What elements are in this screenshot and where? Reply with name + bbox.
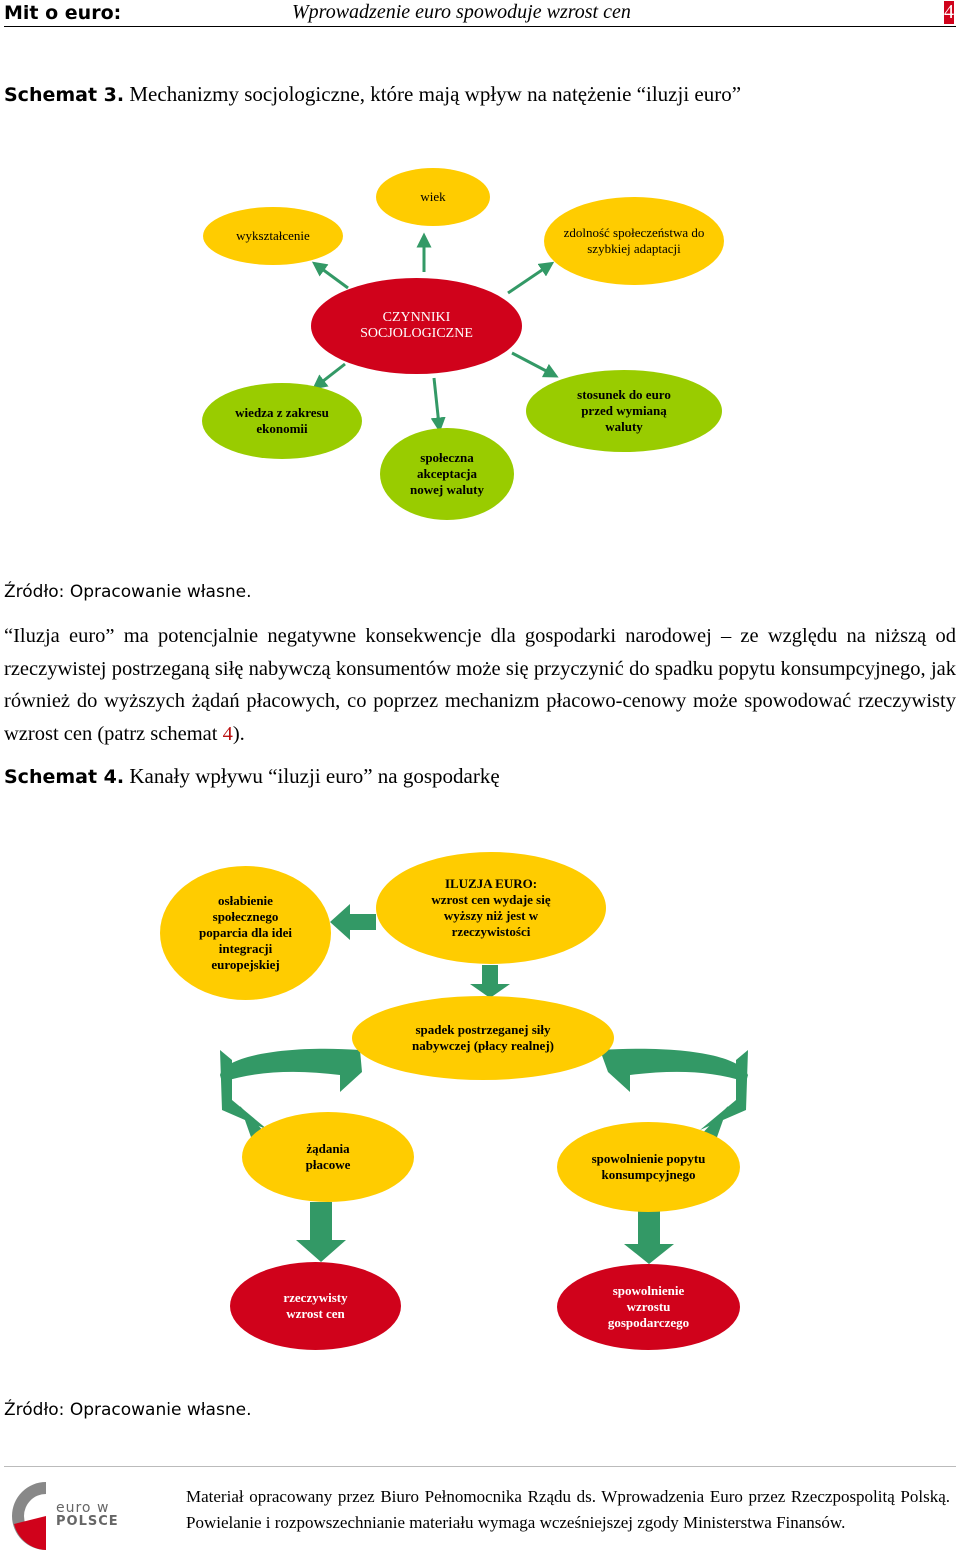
node-akceptacja: społeczna akceptacja nowej waluty [380,428,514,520]
schemat4-title: Kanały wpływu “iluzji euro” na gospodark… [129,764,500,788]
arrow-to-spowolnienie-wzrostu [624,1210,674,1264]
curved-arrow-left-tail [220,1050,268,1130]
arrow-to-oslabienie [330,904,376,940]
node-stosunek: stosunek do euro przed wymianą waluty [526,370,722,452]
arrow-to-spadek [470,965,510,998]
schemat4-label: Schemat 4. [4,766,125,788]
node-wiek: wiek [376,168,490,226]
header-title: Wprowadzenie euro spowoduje wzrost cen [292,1,631,23]
curved-arrow-right-top [600,1048,748,1092]
node-czynniki: CZYNNIKI SOCJOLOGICZNE [311,278,522,374]
arrow-to-akceptacja [430,377,446,433]
arrow-to-wyksztalcenie [311,261,349,290]
curved-arrow-left-top [220,1048,362,1092]
node-spowolnienie-popytu: spowolnienie popytu konsumpcyjnego [557,1122,740,1212]
diagram-channels: osłabienie społecznego poparcia dla idei… [160,852,748,1350]
node-wiedza: wiedza z zakresu ekonomii [202,383,362,459]
node-iluzja: ILUZJA EURO: wzrost cen wydaje się wyższ… [376,852,606,964]
logo-text-line2: POLSCE [56,1514,119,1529]
page-number: 4 [944,1,954,24]
iluzja-heading: ILUZJA EURO: [444,876,538,891]
arrow-to-zdolnosc [507,261,555,295]
diagram3-arrows [311,232,559,433]
schemat4-caption: Schemat 4. Kanały wpływu “iluzji euro” n… [4,764,500,789]
page-header: Mit o euro: Wprowadzenie euro spowoduje … [4,0,956,27]
arrow-to-wiedza [312,362,346,390]
euro-w-polsce-logo [12,1482,46,1550]
arrow-to-rzeczywisty [296,1202,346,1262]
schemat3-caption: Schemat 3. Mechanizmy socjologiczne, któ… [4,82,741,107]
paragraph-end: ). [232,722,245,745]
schemat3-label: Schemat 3. [4,84,125,106]
schemat3-title: Mechanizmy socjologiczne, które mają wpł… [129,82,742,106]
schemat-reference-link[interactable]: 4 [222,722,233,745]
body-paragraph: “Iluzja euro” ma potencjalnie negatywne … [4,620,956,750]
iluzja-body: wzrost cen wydaje się wyższy niż jest w … [431,892,551,939]
header-left: Mit o euro: [4,2,122,24]
footer-text: Materiał opracowany przez Biuro Pełnomoc… [186,1487,950,1532]
diagram4-arrows [220,904,748,1264]
node-wyksztalcenie: wykształcenie [203,207,343,265]
footer-rule [4,1466,956,1467]
node-oslabienie: osłabienie społecznego poparcia dla idei… [160,866,331,1000]
paragraph-text: “Iluzja euro” ma potencjalnie negatywne … [4,625,956,745]
curved-arrow-right-tail [700,1050,748,1130]
node-spowolnienie-wzrostu: spowolnienie wzrostu gospodarczego [557,1264,740,1350]
arrow-to-stosunek [511,351,559,378]
logo-text-line1: euro w [56,1500,110,1516]
schemat3-source: Źródło: Opracowanie własne. [4,582,252,602]
node-zdolnosc: zdolność społeczeństwa do szybkiej adapt… [544,197,724,285]
node-spadek: spadek postrzeganej siły nabywczej (płac… [352,996,614,1080]
schemat4-source: Źródło: Opracowanie własne. [4,1400,252,1420]
node-rzeczywisty: rzeczywisty wzrost cen [230,1262,401,1350]
diagram-sociological: wiek wykształcenie zdolność społeczeństw… [0,0,960,560]
node-zadania: żądania płacowe [242,1112,414,1202]
